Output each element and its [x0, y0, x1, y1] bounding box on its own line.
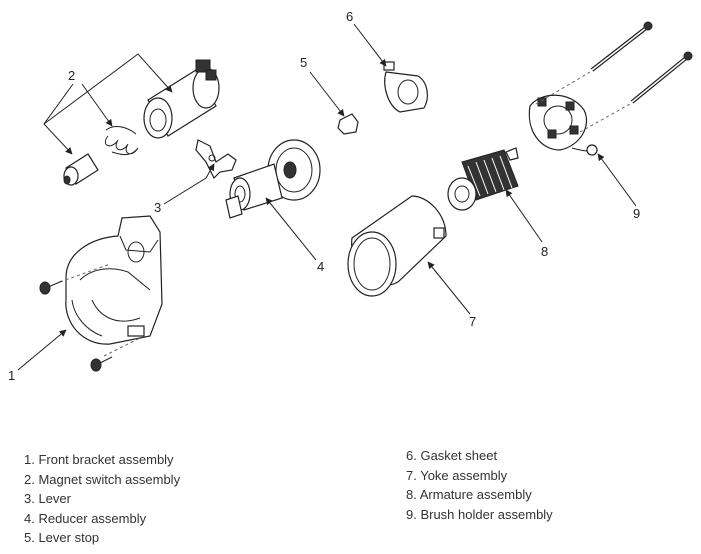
through-bolt-upper [535, 21, 653, 105]
armature-assembly [447, 147, 519, 211]
legend-item-gasket-sheet: 6. Gasket sheet [406, 448, 498, 463]
callout-5: 5 [300, 55, 307, 70]
callout-4: 4 [317, 259, 324, 274]
exploded-starter-diagram: 1 2 3 4 5 6 7 8 9 [8, 9, 693, 383]
legend-item-yoke: 7. Yoke assembly [406, 467, 508, 483]
legend-item-magnet-switch: 2. Magnet switch assembly [24, 471, 181, 487]
callout-7: 7 [469, 314, 476, 329]
reducer-assembly [225, 139, 321, 219]
parts-legend-right: 6. Gasket sheet 7. Yoke assembly 8. Arma… [406, 446, 553, 524]
lever [195, 139, 237, 180]
legend-item-reducer: 4. Reducer assembly [24, 510, 147, 526]
callout-6: 6 [346, 9, 353, 24]
yoke-assembly [347, 195, 447, 297]
gasket-sheet [383, 61, 428, 113]
plunger-spring [104, 126, 139, 156]
brush-holder-assembly [528, 94, 598, 156]
legend-item-lever-stop: 5. Lever stop [24, 530, 100, 545]
through-bolt-lower [579, 51, 693, 133]
callout-1: 1 [8, 368, 15, 383]
magnet-switch-body [143, 59, 220, 139]
callout-2: 2 [68, 68, 75, 83]
leader-lines [17, 23, 637, 371]
plunger [63, 153, 99, 186]
bracket-bolt-lower [90, 356, 113, 372]
parts-legend-left: 1. Front bracket assembly 2. Magnet swit… [24, 450, 180, 548]
legend-item-brush-holder: 9. Brush holder assembly [406, 506, 553, 522]
callout-8: 8 [541, 244, 548, 259]
callout-9: 9 [633, 206, 640, 221]
legend-item-lever: 3. Lever [24, 491, 71, 506]
bracket-bolt-upper [39, 280, 63, 295]
front-bracket-assembly [59, 215, 163, 357]
lever-stop [337, 113, 359, 135]
legend-item-front-bracket: 1. Front bracket assembly [24, 452, 174, 467]
callout-3: 3 [154, 200, 161, 215]
legend-item-armature: 8. Armature assembly [406, 487, 532, 502]
